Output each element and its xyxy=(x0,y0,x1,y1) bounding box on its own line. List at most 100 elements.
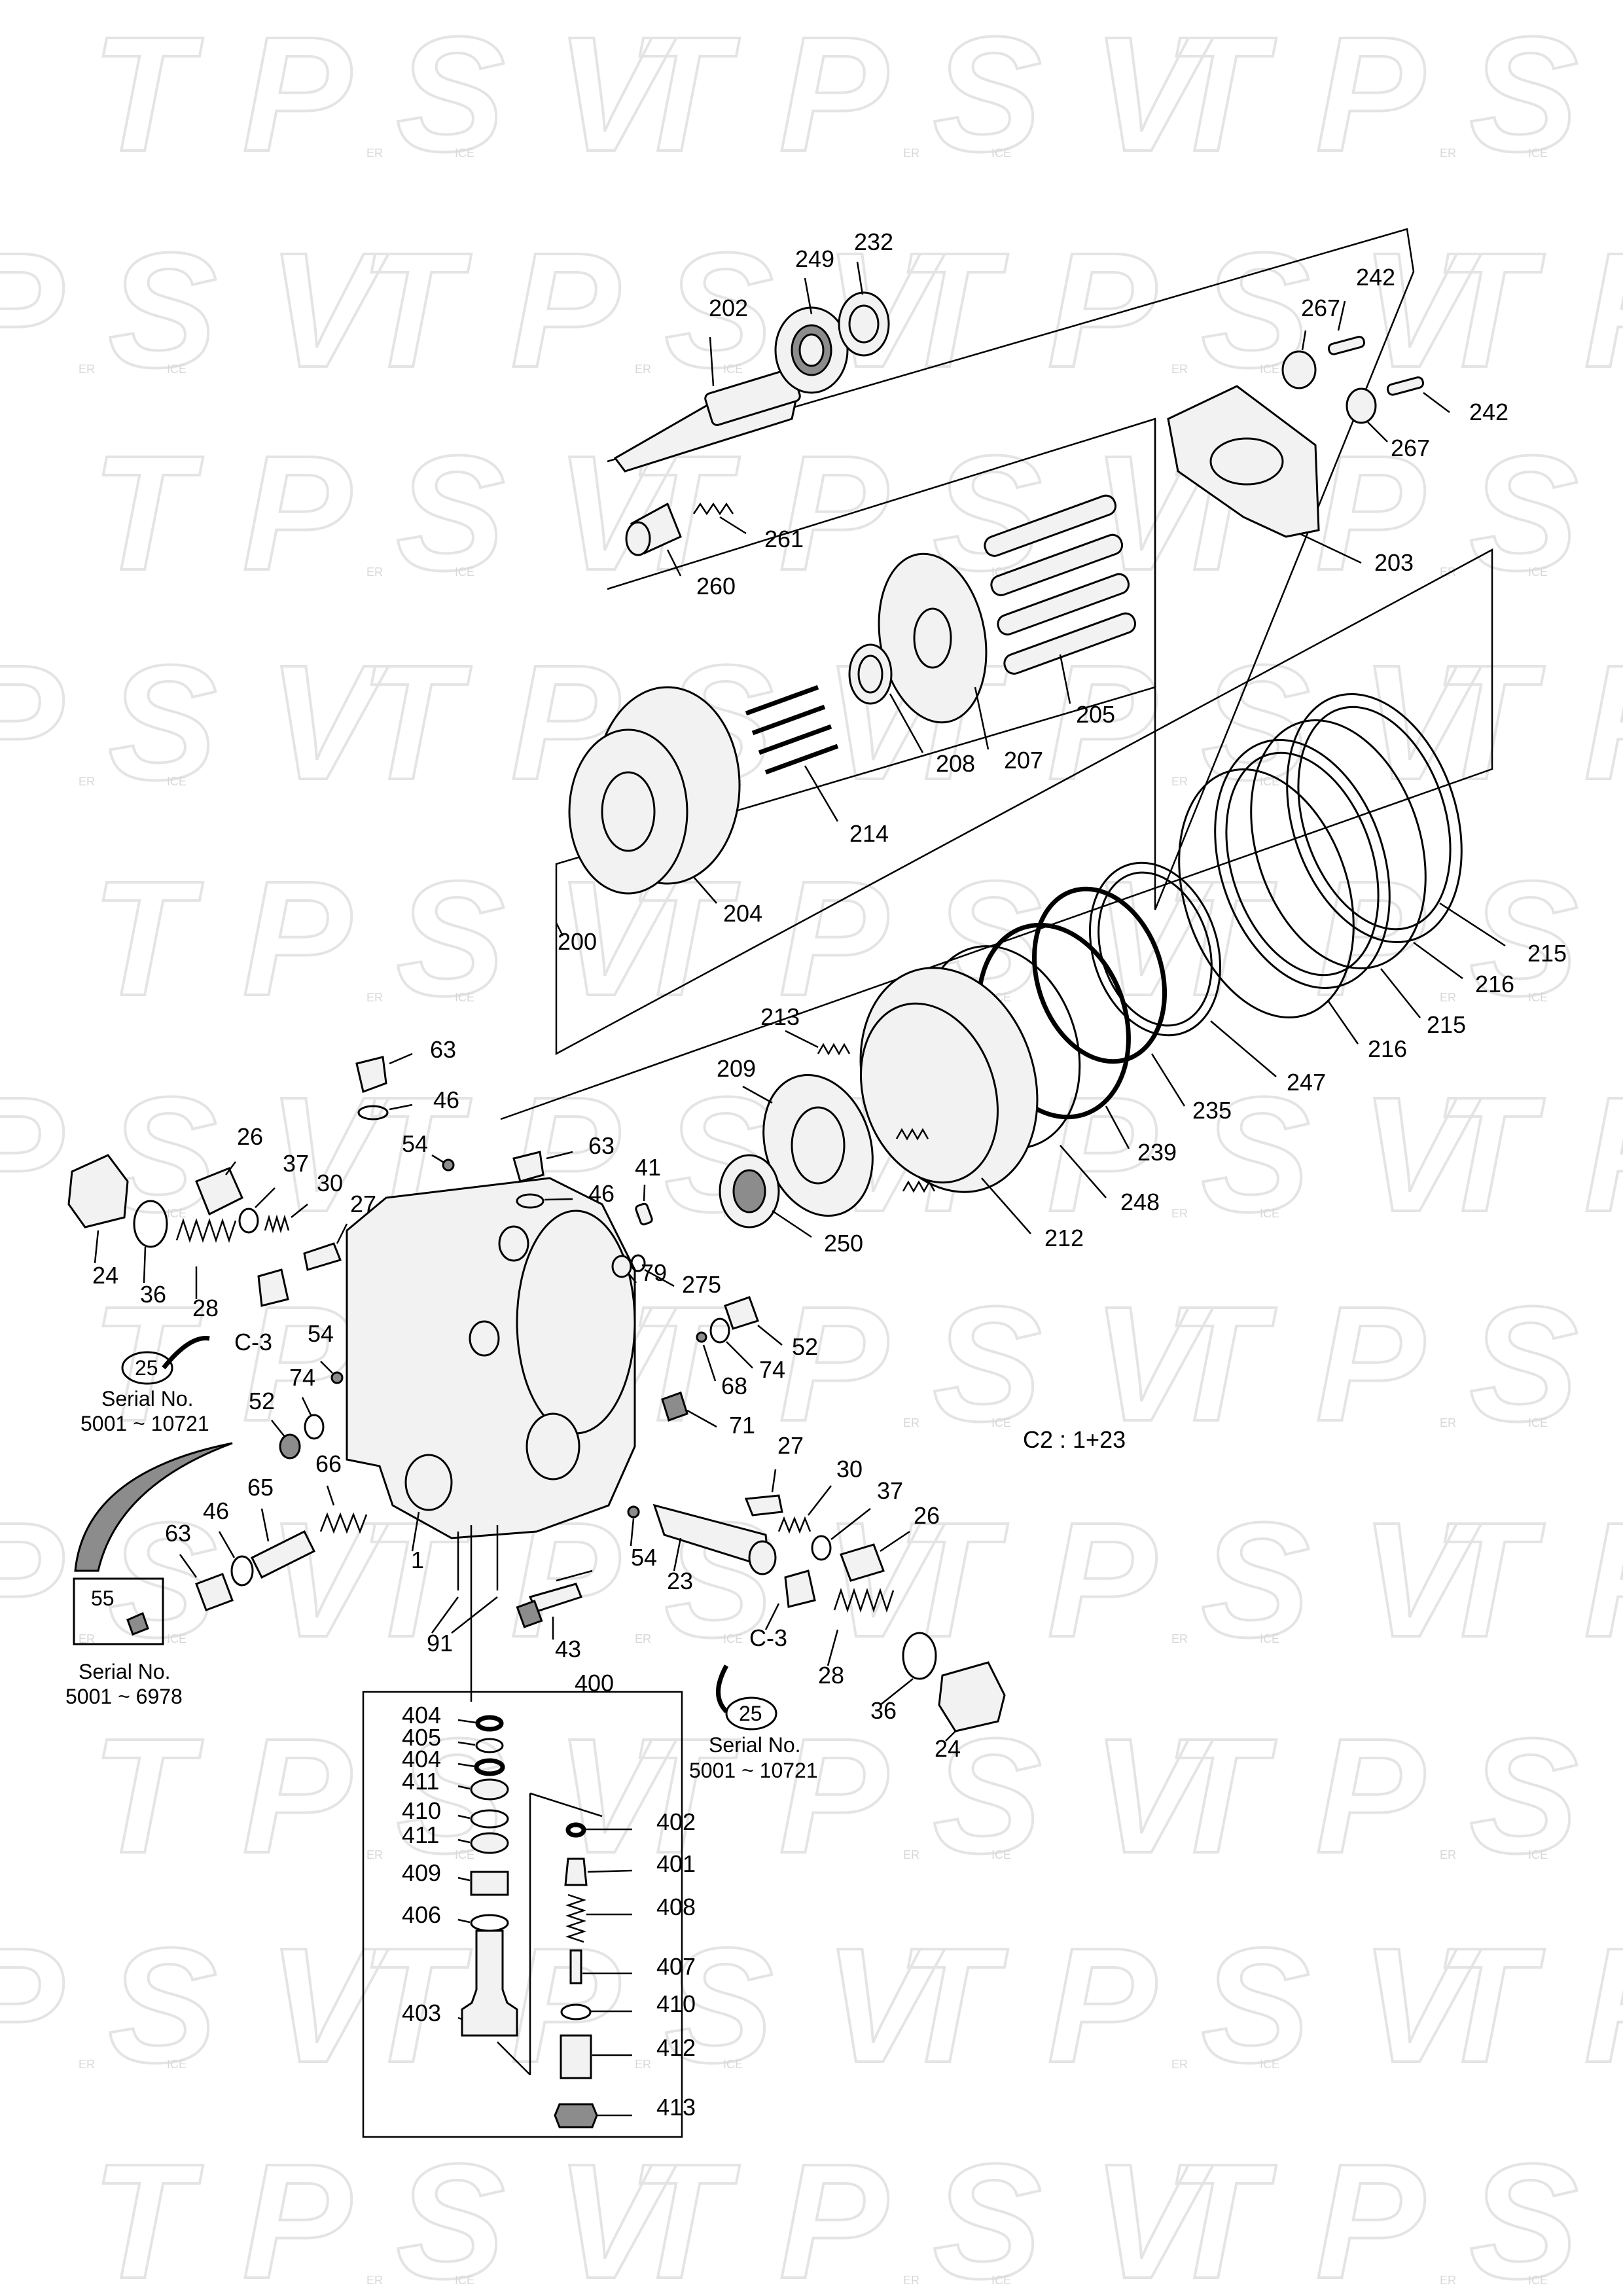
watermark-text: T P S V xyxy=(92,2130,677,2296)
serial-ref-25-left xyxy=(121,1351,173,1385)
watermark-sub-right: ICE xyxy=(991,2274,1011,2287)
springs-213 xyxy=(785,1030,936,1193)
part-label-37: 37 xyxy=(877,1477,903,1504)
watermark-sub-left: ER xyxy=(635,1632,651,1645)
ball-54-top xyxy=(431,1154,455,1172)
watermark-sub-left: ER xyxy=(366,147,383,160)
watermark-sub-right: ICE xyxy=(455,2274,474,2287)
watermark-text: T P S V xyxy=(92,422,677,604)
part-label-63: 63 xyxy=(588,1132,615,1159)
part-label-46: 46 xyxy=(588,1180,615,1207)
watermark-sub-left: ER xyxy=(1171,1632,1188,1645)
part-label-43: 43 xyxy=(555,1636,581,1662)
plug-63-left xyxy=(179,1554,234,1611)
part-label-267: 267 xyxy=(1391,435,1430,461)
o-ring-46-mid xyxy=(516,1193,573,1209)
o-ring-46-top xyxy=(357,1103,413,1121)
brake-disc-215-a xyxy=(1286,693,1506,947)
o-ring-36-right xyxy=(880,1632,937,1706)
dowels-91 xyxy=(431,1525,499,1702)
retainer-plate-207 xyxy=(878,552,990,750)
part-label-46: 46 xyxy=(433,1086,459,1113)
plug-79 xyxy=(611,1255,637,1283)
part-label-406: 406 xyxy=(402,1901,441,1928)
watermark-sub-right: ICE xyxy=(1528,2274,1548,2287)
part-label-216: 216 xyxy=(1475,971,1514,997)
o-ring-74-right xyxy=(709,1318,753,1369)
part-label-202: 202 xyxy=(709,295,748,321)
part-label-23: 23 xyxy=(667,1568,693,1594)
piston-c3-right xyxy=(764,1570,816,1630)
part-label-235: 235 xyxy=(1192,1097,1232,1124)
plug-24-left xyxy=(67,1154,129,1264)
group-box-400 xyxy=(362,1691,683,2138)
watermark-sub-right: ICE xyxy=(1528,147,1548,160)
bearing-249 xyxy=(774,278,849,394)
spring-28-left xyxy=(175,1218,237,1299)
part-label-412: 412 xyxy=(656,2034,696,2061)
serial-note-line1: Serial No. xyxy=(101,1387,194,1410)
serial-ref-number: 25 xyxy=(739,1702,762,1725)
watermark-text: T P S V xyxy=(1433,1914,1623,2096)
watermark-text: T P S V xyxy=(897,219,1482,401)
serial-ref-number: 25 xyxy=(135,1356,158,1380)
spring-66 xyxy=(319,1485,368,1534)
pistons-205 xyxy=(984,494,1137,704)
watermark-sub-right: ICE xyxy=(991,147,1011,160)
watermark-sub-left: ER xyxy=(1171,2058,1188,2071)
brake-disc-215-b xyxy=(1214,739,1421,1018)
part-label-37: 37 xyxy=(283,1150,309,1177)
watermark-sub-left: ER xyxy=(79,2058,95,2071)
part-label-26: 26 xyxy=(237,1123,263,1150)
watermark-text: T P S V xyxy=(628,1272,1213,1455)
part-label-66: 66 xyxy=(315,1450,342,1477)
watermark-text: T P S V xyxy=(0,631,389,814)
serial-note-line2: 5001 ~ 6978 xyxy=(65,1685,183,1708)
watermark-sub-right: ICE xyxy=(167,363,187,376)
watermark-sub-right: ICE xyxy=(1528,565,1548,579)
cartridge-leaders xyxy=(457,1719,633,2117)
watermark-text: T P S V xyxy=(92,847,677,1030)
brake-plate-216-a xyxy=(1250,719,1463,980)
part-label-410: 410 xyxy=(656,1990,696,2017)
part-label-407: 407 xyxy=(656,1953,696,1980)
part-label-242: 242 xyxy=(1469,399,1508,425)
part-label-63: 63 xyxy=(165,1520,191,1547)
watermark-text: T P S V xyxy=(897,631,1482,814)
part-label-403: 403 xyxy=(402,2000,441,2026)
watermark-sub-left: ER xyxy=(1440,147,1456,160)
serial-ref-25-right xyxy=(725,1696,777,1731)
bearing-250 xyxy=(719,1154,812,1238)
watermark-sub-right: ICE xyxy=(455,565,474,579)
plug-52-left xyxy=(271,1420,301,1460)
piston-c3-left xyxy=(257,1268,289,1307)
watermark-text: T P S V xyxy=(0,1488,389,1671)
poppet-27-left xyxy=(303,1223,348,1271)
sleeve-26-right xyxy=(840,1530,910,1582)
plug-71 xyxy=(661,1391,717,1428)
seal-232 xyxy=(838,261,890,357)
swash-plate-203 xyxy=(1167,385,1362,564)
serial-arrow-55 xyxy=(74,1442,233,1572)
part-label-215: 215 xyxy=(1427,1011,1466,1038)
plug-63-mid xyxy=(512,1151,573,1183)
watermark-sub-left: ER xyxy=(366,1848,383,1861)
part-label-91: 91 xyxy=(427,1630,453,1657)
watermark-text: T P S V xyxy=(360,1914,945,2096)
watermark-text: T P S V xyxy=(1165,1272,1623,1455)
watermark-text: T P S V xyxy=(92,1704,677,1887)
part-label-267: 267 xyxy=(1301,295,1340,321)
part-label-401: 401 xyxy=(656,1850,696,1877)
watermark-text: T P S V xyxy=(1165,2130,1623,2296)
diagram-note: C2 : 1+23 xyxy=(1023,1426,1126,1453)
part-label-54: 54 xyxy=(631,1544,657,1571)
spherical-bushing-208 xyxy=(848,643,924,753)
leader-43 xyxy=(556,1570,593,1582)
part-label-65: 65 xyxy=(247,1474,274,1501)
watermark-sub-right: ICE xyxy=(1260,775,1279,788)
part-label-402: 402 xyxy=(656,1808,696,1835)
watermark-text: T P S V xyxy=(92,3,677,185)
ring-37-left xyxy=(238,1187,276,1234)
part-label-52: 52 xyxy=(249,1388,275,1414)
pins-214 xyxy=(745,685,839,822)
